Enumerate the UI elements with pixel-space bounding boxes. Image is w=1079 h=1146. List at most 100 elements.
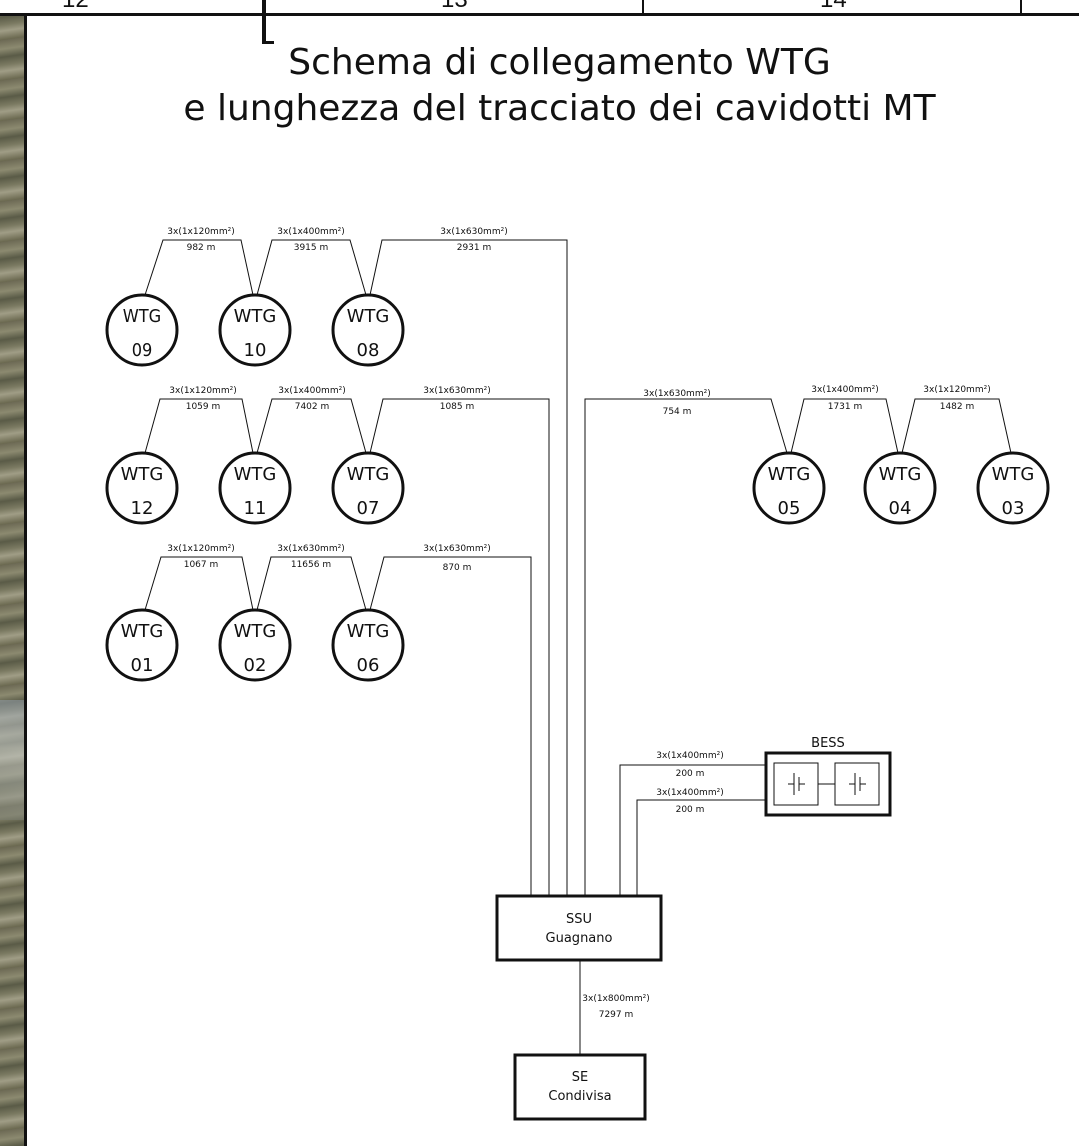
svg-text:02: 02 (244, 655, 267, 676)
se-name: Condivisa (548, 1089, 611, 1104)
svg-text:12: 12 (131, 498, 154, 519)
svg-text:01: 01 (131, 655, 154, 676)
wtg-08: WTG 08 (331, 293, 405, 367)
cable-line (256, 398, 367, 454)
map-frame-edge (24, 16, 27, 1146)
wtg-06: WTG 06 (331, 608, 405, 682)
svg-text:WTG: WTG (347, 306, 390, 327)
cable-labels: 3x(1x120mm²) 982 m 3x(1x400mm²) 3915 m 3… (167, 227, 990, 1020)
cable-line (144, 556, 254, 611)
svg-text:WTG: WTG (121, 464, 164, 485)
svg-text:WTG: WTG (879, 464, 922, 485)
cable-line (144, 239, 254, 296)
cable-line (144, 398, 254, 454)
cable-line (369, 398, 550, 896)
ssu-guagnano-box: SSU Guagnano (495, 894, 663, 962)
svg-text:WTG: WTG (347, 621, 390, 642)
cable-length: 1067 m (184, 560, 219, 570)
svg-text:04: 04 (889, 498, 912, 519)
cable-line (256, 239, 367, 296)
svg-text:WTG: WTG (768, 464, 811, 485)
cable-length: 11656 m (291, 560, 331, 570)
cable-line (256, 556, 367, 611)
cable-length: 1731 m (828, 402, 863, 412)
header-divider (642, 0, 644, 16)
wtg-09: WTG 09 (105, 293, 179, 367)
cable-length: 1482 m (940, 402, 975, 412)
aerial-photo-strip (0, 0, 26, 1146)
cable-spec: 3x(1x400mm²) (656, 788, 723, 798)
cable-length: 200 m (676, 769, 705, 779)
header-cell-14: 14 (820, 0, 847, 12)
svg-text:WTG: WTG (234, 306, 277, 327)
cable-length: 3915 m (294, 243, 329, 253)
wtg-07: WTG 07 (331, 451, 405, 525)
svg-text:WTG: WTG (234, 464, 277, 485)
wtg-04: WTG 04 (863, 451, 937, 525)
se-condivisa-box: SE Condivisa (513, 1053, 647, 1121)
header-cell-12: 12 (62, 0, 89, 12)
header-cell-13: 13 (441, 0, 468, 12)
cable-spec: 3x(1x400mm²) (656, 751, 723, 761)
svg-text:WTG: WTG (123, 306, 161, 327)
cable-spec: 3x(1x400mm²) (278, 386, 345, 396)
svg-text:03: 03 (1002, 498, 1025, 519)
svg-text:06: 06 (357, 655, 380, 676)
bess-label: BESS (811, 736, 845, 751)
title-line-2: e lunghezza del tracciato dei cavidotti … (183, 88, 936, 129)
cable-length: 200 m (676, 805, 705, 815)
cable-spec: 3x(1x630mm²) (423, 386, 490, 396)
svg-text:WTG: WTG (234, 621, 277, 642)
title-line-1: Schema di collegamento WTG (288, 42, 831, 83)
svg-text:05: 05 (778, 498, 801, 519)
cable-spec: 3x(1x120mm²) (169, 386, 236, 396)
wtg-turbines: WTG 09 WTG 10 WTG 08 WTG 12 WTG 11 WTG 0… (105, 293, 1050, 682)
cable-length: 754 m (663, 407, 692, 417)
cable-spec: 3x(1x120mm²) (167, 227, 234, 237)
title-leader-mark (262, 0, 274, 44)
diagram-title: Schema di collegamento WTG e lunghezza d… (40, 40, 1079, 132)
cable-line (369, 556, 532, 896)
bess-unit: BESS (764, 736, 892, 817)
cable-spec: 3x(1x400mm²) (811, 385, 878, 395)
cable-line (790, 398, 899, 454)
cable-length: 1059 m (186, 402, 221, 412)
svg-text:11: 11 (244, 498, 267, 519)
cable-line (619, 764, 767, 896)
wtg-11: WTG 11 (218, 451, 292, 525)
svg-text:08: 08 (357, 340, 380, 361)
cable-length: 870 m (443, 563, 472, 573)
cable-spec: 3x(1x120mm²) (167, 544, 234, 554)
cable-line (636, 799, 767, 896)
cable-spec: 3x(1x400mm²) (277, 227, 344, 237)
cable-length: 1085 m (440, 402, 475, 412)
wtg-02: WTG 02 (218, 608, 292, 682)
cable-spec: 3x(1x800mm²) (582, 994, 649, 1004)
cable-length: 7402 m (295, 402, 330, 412)
svg-text:WTG: WTG (121, 621, 164, 642)
header-table: 12 13 14 (0, 0, 1079, 16)
se-label: SE (572, 1070, 588, 1085)
svg-text:WTG: WTG (347, 464, 390, 485)
svg-text:09: 09 (132, 340, 153, 361)
cable-spec: 3x(1x630mm²) (423, 544, 490, 554)
cable-spec: 3x(1x630mm²) (440, 227, 507, 237)
cable-spec: 3x(1x630mm²) (277, 544, 344, 554)
svg-text:07: 07 (357, 498, 380, 519)
wtg-03: WTG 03 (976, 451, 1050, 525)
cable-lines (144, 239, 1012, 1055)
cable-length: 7297 m (599, 1010, 634, 1020)
ssu-label: SSU (566, 912, 592, 927)
ssu-name: Guagnano (546, 931, 613, 946)
cable-line (901, 398, 1012, 454)
cable-line (584, 398, 788, 896)
cable-length: 2931 m (457, 243, 492, 253)
svg-text:10: 10 (244, 340, 267, 361)
wtg-12: WTG 12 (105, 451, 179, 525)
svg-text:WTG: WTG (992, 464, 1035, 485)
wtg-01: WTG 01 (105, 608, 179, 682)
header-divider (1020, 0, 1022, 16)
cable-line (369, 239, 568, 896)
wtg-05: WTG 05 (752, 451, 826, 525)
